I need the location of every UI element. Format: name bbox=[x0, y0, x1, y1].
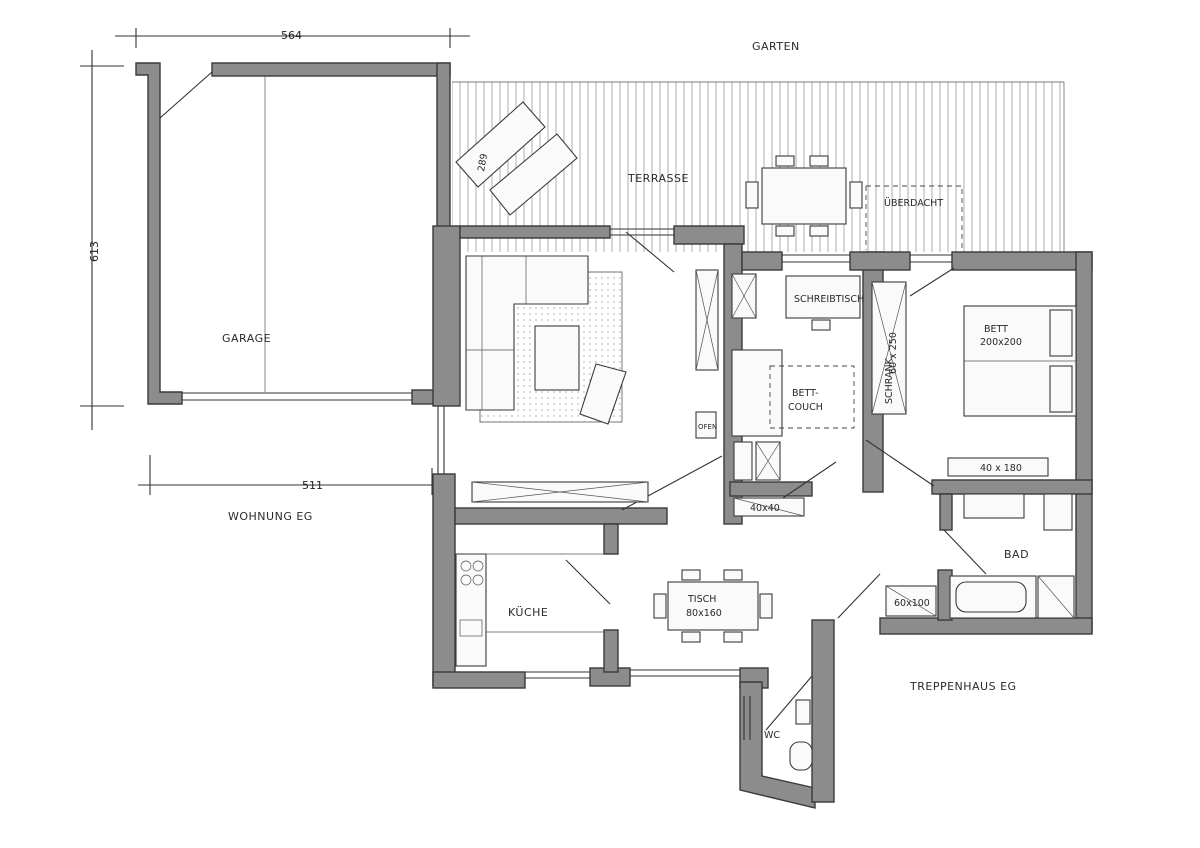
dimension-top: 564 bbox=[115, 28, 470, 48]
doors bbox=[565, 231, 987, 731]
wc: WC bbox=[764, 699, 813, 771]
dimension-top-label: 564 bbox=[281, 29, 302, 42]
small-cabinet-label: 40 x 180 bbox=[980, 463, 1022, 474]
desk-label: SCHREIBTISCH bbox=[794, 294, 864, 305]
sunbeds: 289 bbox=[455, 101, 578, 216]
sofabed-label-1: BETT- bbox=[792, 388, 819, 399]
stairwell-label: TREPPENHAUS EG bbox=[909, 680, 1017, 693]
table-label-2: 80x160 bbox=[686, 608, 722, 619]
garage: GARAGE bbox=[135, 62, 451, 405]
dimension-left: 613 bbox=[80, 50, 124, 430]
table-label-1: TISCH bbox=[687, 594, 716, 605]
dimension-left-label: 613 bbox=[88, 241, 101, 262]
hall-cabinet-label: 40x40 bbox=[750, 503, 780, 514]
sofabed-label-2: COUCH bbox=[788, 402, 823, 413]
study-room: SCHREIBTISCH BETT- COUCH 40x40 bbox=[731, 273, 864, 517]
roof-label: ÜBERDACHT bbox=[884, 198, 943, 209]
dimension-lower-label: 511 bbox=[302, 479, 323, 492]
dining-table: TISCH 80x160 bbox=[653, 569, 773, 643]
shower-label: 60x100 bbox=[894, 598, 930, 609]
garage-label: GARAGE bbox=[222, 332, 271, 345]
bath-label: BAD bbox=[1004, 548, 1029, 561]
bed-size-label: 200x200 bbox=[980, 337, 1022, 348]
sunbed-dimension: 289 bbox=[476, 153, 490, 173]
kitchen-label: KÜCHE bbox=[508, 606, 548, 619]
kitchen: KÜCHE bbox=[455, 553, 604, 667]
windows bbox=[437, 228, 952, 740]
living-room: OFEN bbox=[465, 255, 719, 503]
bathroom: 60x100 BAD bbox=[885, 493, 1075, 619]
garden-label: GARTEN bbox=[752, 40, 800, 53]
terrace-table bbox=[745, 155, 863, 237]
apartment-label: WOHNUNG EG bbox=[228, 510, 313, 523]
exterior-walls bbox=[432, 225, 1093, 809]
dimension-lower: 511 bbox=[138, 455, 440, 495]
oven-label: OFEN bbox=[698, 423, 717, 431]
roofed-area: ÜBERDACHT bbox=[865, 185, 963, 250]
cupboard-label: SCHRANK bbox=[884, 357, 895, 404]
wc-label: WC bbox=[764, 730, 780, 741]
cupboard-size-label: 60 x 250 bbox=[888, 332, 899, 374]
bed-label: BETT bbox=[984, 324, 1008, 335]
bedroom: 60 x 250 SCHRANK BETT 200x200 40 x 180 bbox=[871, 281, 1077, 477]
terrace-label: TERRASSE bbox=[627, 172, 689, 185]
